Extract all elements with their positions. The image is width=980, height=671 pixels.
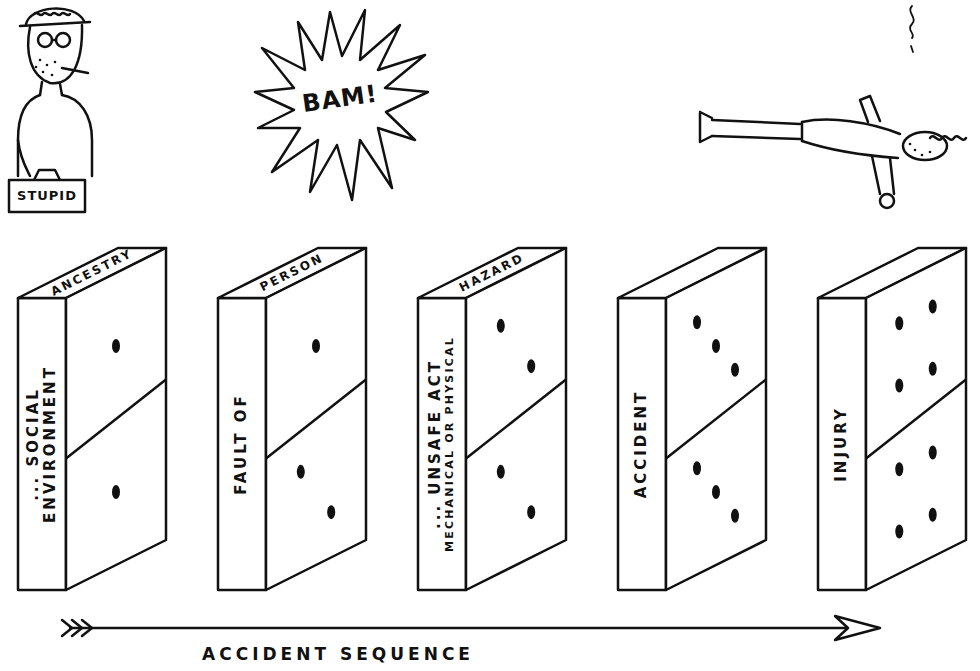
domino-label: ... SOCIAL ENVIRONMENT (25, 310, 60, 578)
domino-front-text: FAULT OF (233, 310, 250, 578)
domino-pip (712, 485, 720, 499)
domino-divider (666, 379, 766, 458)
hand (880, 194, 894, 208)
arrow-head (835, 616, 880, 640)
domino-pip (527, 359, 535, 373)
domino-front-text: INJURY (833, 310, 850, 578)
domino-pip (895, 316, 903, 330)
domino-divider (266, 379, 366, 458)
sign (9, 180, 85, 212)
domino-front (18, 298, 66, 590)
stupid-person (9, 9, 92, 212)
domino-label: ... UNSAFE ACT (427, 310, 444, 578)
domino-front (818, 298, 866, 590)
domino-pip (497, 465, 505, 479)
domino-front-text: ACCIDENT (633, 310, 650, 578)
domino-face (866, 248, 966, 590)
domino-face (66, 248, 166, 590)
torso (802, 120, 900, 158)
domino-label: ACCIDENT (633, 310, 650, 578)
domino-pip (731, 363, 739, 377)
domino-pip (895, 524, 903, 538)
hair-curls (34, 13, 70, 15)
domino-label: MECHANICAL OR PHYSICAL (444, 310, 457, 578)
starburst (255, 10, 428, 200)
stubble (35, 59, 57, 77)
domino-face (466, 248, 566, 590)
glasses (56, 33, 70, 47)
domino-pip (497, 319, 505, 333)
domino-front (418, 298, 466, 590)
domino-face (266, 248, 366, 590)
domino-pip (712, 339, 720, 353)
domino-pip (297, 465, 305, 479)
domino-face (666, 248, 766, 590)
domino-pip (112, 485, 120, 499)
belt (801, 122, 804, 141)
sign-text: STUPID (17, 189, 77, 203)
cap-brim (20, 22, 90, 26)
domino-front-text: ... SOCIAL ENVIRONMENT (25, 310, 60, 578)
arrow-shaft (70, 627, 872, 630)
domino-divider (866, 379, 966, 458)
domino-divider (66, 379, 166, 458)
domino-divider (466, 379, 566, 458)
domino-front-text: ... UNSAFE ACTMECHANICAL OR PHYSICAL (427, 310, 457, 578)
domino-pip (929, 300, 937, 314)
torso (18, 95, 92, 176)
domino-pip (112, 339, 120, 353)
lower-arm (872, 156, 894, 194)
domino-label: INJURY (833, 310, 850, 578)
domino-front (618, 298, 666, 590)
domino-pip (895, 462, 903, 476)
sign-handle (34, 170, 60, 180)
glasses-bridge (52, 39, 56, 42)
domino-pip (693, 315, 701, 329)
domino-pip (929, 446, 937, 460)
head (903, 132, 947, 160)
smoke (910, 6, 914, 52)
sound-effect: BAM! (301, 81, 380, 118)
raised-arm (860, 96, 880, 122)
domino-pip (731, 509, 739, 523)
sequence-arrow (62, 616, 880, 640)
arm (18, 140, 30, 176)
domino-pip (527, 505, 535, 519)
sequence-caption: ACCIDENT SEQUENCE (202, 645, 474, 664)
domino-front (218, 298, 266, 590)
neck (40, 82, 62, 95)
stubble (909, 143, 932, 157)
domino-pip (929, 362, 937, 376)
domino-pip (327, 505, 335, 519)
domino: ... SOCIAL ENVIRONMENTANCESTRY (18, 248, 166, 590)
domino-pip (929, 508, 937, 522)
domino-pip (693, 461, 701, 475)
hair (930, 136, 966, 139)
head (28, 25, 82, 83)
cigarette (62, 68, 88, 73)
domino: INJURY (818, 248, 966, 590)
shoes (700, 112, 712, 142)
domino: ACCIDENT (618, 248, 766, 590)
domino: FAULT OFPERSON (218, 248, 366, 590)
domino-pip (895, 378, 903, 392)
injured-person (700, 6, 966, 208)
legs (712, 120, 800, 139)
domino-pip (312, 339, 320, 353)
glasses (38, 33, 52, 47)
domino-label: FAULT OF (233, 310, 250, 578)
domino: ... UNSAFE ACTMECHANICAL OR PHYSICALHAZA… (418, 248, 566, 590)
